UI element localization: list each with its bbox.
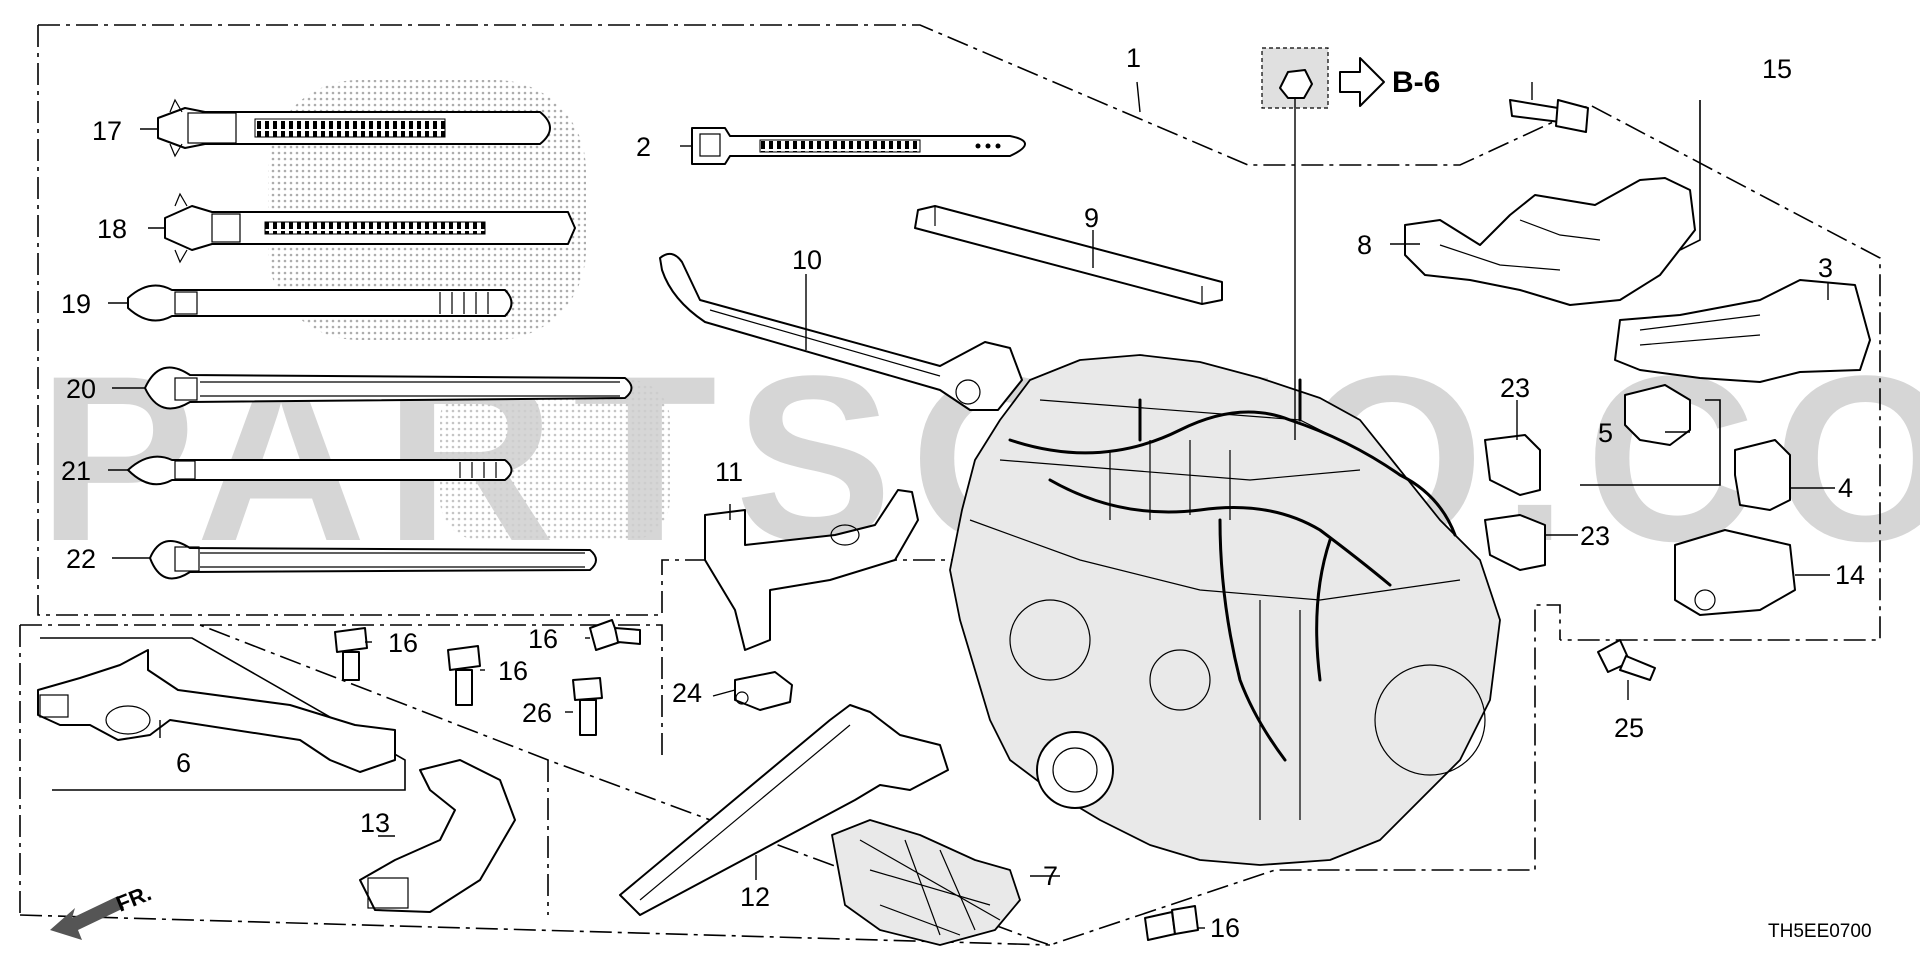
reference-b6[interactable]: B-6 [1392, 66, 1440, 99]
callout-12[interactable]: 12 [740, 882, 770, 912]
callout-20[interactable]: 20 [66, 374, 96, 404]
callout-1[interactable]: 1 [1126, 43, 1141, 73]
clip-23-upper [1484, 434, 1541, 496]
bolt-15 [1509, 99, 1589, 133]
front-direction-icon: FR. [50, 880, 155, 940]
wire-harness-1 [1008, 378, 1457, 762]
callout-4[interactable]: 4 [1838, 473, 1853, 503]
callout-24[interactable]: 24 [672, 678, 702, 708]
front-label: FR. [113, 880, 155, 916]
bracket-9 [914, 205, 1223, 305]
callout-13[interactable]: 13 [360, 808, 390, 838]
callout-23-lower[interactable]: 23 [1580, 521, 1610, 551]
bolt-26 [572, 677, 603, 736]
callout-14[interactable]: 14 [1835, 560, 1865, 590]
group-box-lines [40, 100, 1721, 791]
bracket-10 [659, 252, 1023, 411]
clip-14 [1674, 529, 1796, 616]
callout-16-left[interactable]: 16 [388, 628, 418, 658]
bolt-16-middle [447, 645, 481, 706]
callout-23-upper[interactable]: 23 [1500, 373, 1530, 403]
callout-9[interactable]: 9 [1084, 203, 1099, 233]
cable-tie-22 [149, 539, 597, 580]
bolt-16-bottom [1144, 905, 1199, 941]
cable-tie-17 [157, 98, 551, 158]
clip-5 [1624, 384, 1691, 446]
bracket-6 [37, 649, 396, 773]
clip-23-lower [1484, 514, 1546, 571]
protector-3 [1614, 279, 1871, 383]
callouts: 1 2 3 4 5 6 7 8 9 10 11 12 13 14 15 16 1… [61, 43, 1865, 943]
callout-16-bottom[interactable]: 16 [1210, 913, 1240, 943]
leader-lines [108, 81, 1835, 929]
bolt-25 [1597, 639, 1656, 681]
callout-2[interactable]: 2 [636, 132, 651, 162]
clip-24 [734, 671, 793, 711]
callout-21[interactable]: 21 [61, 456, 91, 486]
bracket-12 [619, 704, 949, 916]
callout-22[interactable]: 22 [66, 544, 96, 574]
cable-tie-20 [144, 366, 633, 410]
clip-4 [1734, 439, 1791, 511]
cable-tie-2 [691, 127, 1026, 165]
cable-tie-21 [127, 455, 513, 486]
callout-8[interactable]: 8 [1357, 230, 1372, 260]
callout-16-center[interactable]: 16 [528, 624, 558, 654]
callout-3[interactable]: 3 [1818, 253, 1833, 283]
callout-16-middle[interactable]: 16 [498, 656, 528, 686]
bolt-16-center [589, 619, 641, 651]
cable-tie-18 [164, 192, 576, 264]
cable-tie-19 [127, 284, 513, 322]
callout-25[interactable]: 25 [1614, 713, 1644, 743]
callout-10[interactable]: 10 [792, 245, 822, 275]
arrow-right-icon [1339, 57, 1385, 107]
callout-15[interactable]: 15 [1762, 54, 1792, 84]
callout-5[interactable]: 5 [1598, 418, 1613, 448]
callout-11[interactable]: 11 [715, 457, 743, 487]
bracket-11 [704, 489, 919, 651]
protector-7 [831, 819, 1021, 946]
nut-b6 [1261, 47, 1329, 109]
diagram-code: TH5EE0700 [1768, 921, 1872, 942]
bolt-16-left [334, 627, 368, 681]
callout-19[interactable]: 19 [61, 289, 91, 319]
bracket-13 [359, 759, 516, 913]
callout-6[interactable]: 6 [176, 748, 191, 778]
callout-7[interactable]: 7 [1043, 861, 1058, 891]
callout-18[interactable]: 18 [97, 214, 127, 244]
callout-17[interactable]: 17 [92, 116, 122, 146]
bracket-8 [1404, 177, 1696, 306]
callout-26[interactable]: 26 [522, 698, 552, 728]
